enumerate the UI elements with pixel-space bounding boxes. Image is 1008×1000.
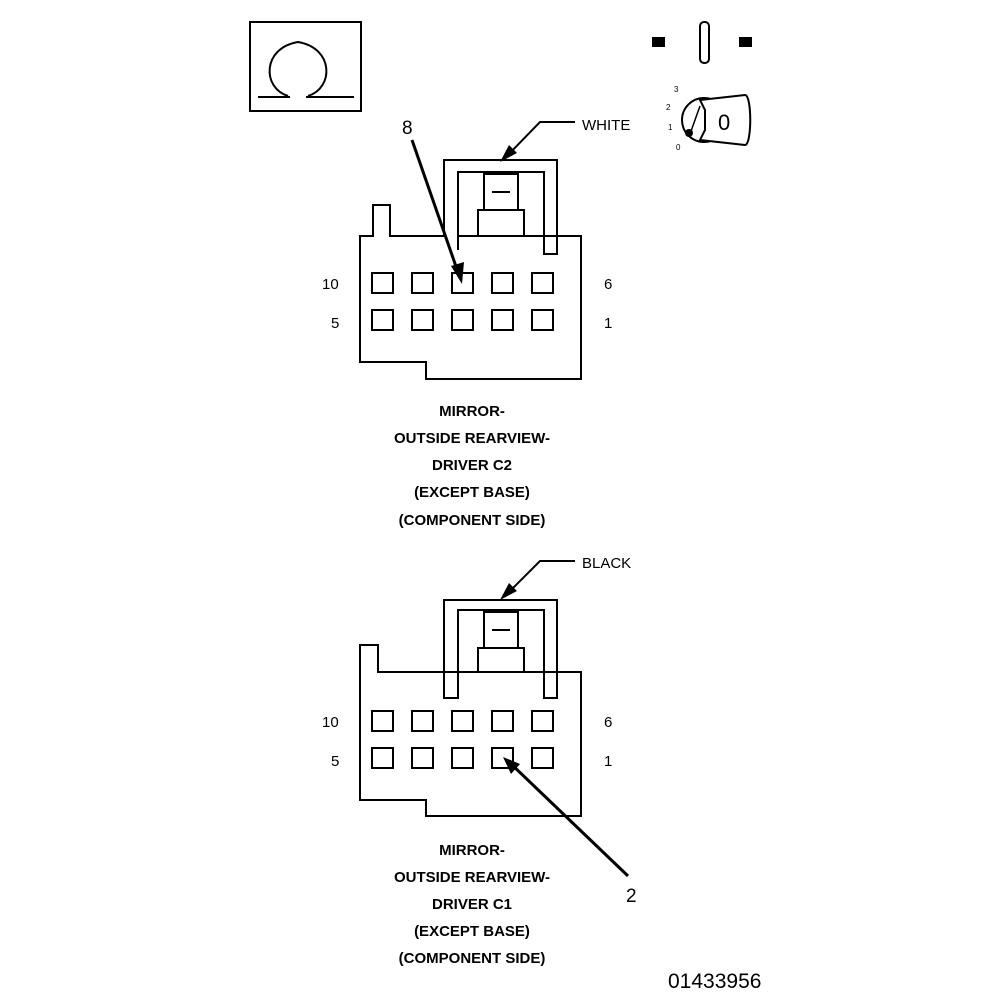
c1-title-line-2: OUTSIDE REARVIEW- <box>394 869 550 886</box>
c1-color-leader: BLACK <box>500 555 631 600</box>
c2-pin-9 <box>411 272 434 294</box>
c1-title-line-3: DRIVER C1 <box>432 896 512 913</box>
c2-pin-6 <box>531 272 554 294</box>
c2-pin-4 <box>411 309 434 331</box>
c1-title-line-1: MIRROR- <box>439 842 505 859</box>
c2-title-line-3: DRIVER C2 <box>432 457 512 474</box>
c2-pin-1 <box>531 309 554 331</box>
c2-pin-label-10: 10 <box>322 276 339 293</box>
connector-c2: 10 6 5 1 <box>322 159 612 380</box>
c1-callout: 2 <box>503 757 637 907</box>
c1-title-line-4: (EXCEPT BASE) <box>414 923 530 940</box>
c2-pin-label-6: 6 <box>604 276 612 293</box>
ignition-key-icon: 3 2 1 0 0 <box>652 21 752 152</box>
c1-pin-10 <box>371 710 394 732</box>
c1-pin-label-6: 6 <box>604 714 612 731</box>
c2-pin-grid <box>371 272 554 331</box>
c2-callout: 8 <box>402 118 464 284</box>
omega-symbol-box <box>249 21 362 112</box>
key-label: 0 <box>718 110 730 135</box>
connector-c1: 10 6 5 1 <box>322 599 612 817</box>
c2-title-line-1: MIRROR- <box>439 403 505 420</box>
key-position-3: 3 <box>674 85 679 94</box>
c2-title: MIRROR- OUTSIDE REARVIEW- DRIVER C2 (EXC… <box>394 403 550 529</box>
c1-color-label: BLACK <box>582 555 631 572</box>
c2-pin-5 <box>371 309 394 331</box>
c1-pin-4 <box>411 747 434 769</box>
key-position-2: 2 <box>666 103 671 112</box>
c1-pin-label-1: 1 <box>604 753 612 770</box>
key-position-1: 1 <box>668 123 673 132</box>
c1-pin-label-5: 5 <box>331 753 339 770</box>
c2-pin-10 <box>371 272 394 294</box>
figure-number: 01433956 <box>668 970 761 993</box>
c2-title-line-2: OUTSIDE REARVIEW- <box>394 430 550 447</box>
c1-title-line-5: (COMPONENT SIDE) <box>399 950 546 967</box>
c2-pin-label-1: 1 <box>604 315 612 332</box>
c2-pin-label-5: 5 <box>331 315 339 332</box>
c1-pin-8 <box>451 710 474 732</box>
c2-pin-2 <box>491 309 514 331</box>
c2-title-line-5: (COMPONENT SIDE) <box>399 512 546 529</box>
c1-pin-2 <box>491 747 514 769</box>
c1-pin-grid <box>371 710 554 769</box>
c1-title: MIRROR- OUTSIDE REARVIEW- DRIVER C1 (EXC… <box>394 842 550 967</box>
c1-pin-1 <box>531 747 554 769</box>
c2-pin-7 <box>491 272 514 294</box>
c2-color-label: WHITE <box>582 117 630 134</box>
c1-pin-9 <box>411 710 434 732</box>
c1-pin-6 <box>531 710 554 732</box>
c1-pin-label-10: 10 <box>322 714 339 731</box>
c2-title-line-4: (EXCEPT BASE) <box>414 484 530 501</box>
c2-callout-number: 8 <box>402 118 413 139</box>
c1-pin-3 <box>451 747 474 769</box>
c1-pin-5 <box>371 747 394 769</box>
c1-pin-7 <box>491 710 514 732</box>
key-position-0: 0 <box>676 143 681 152</box>
c2-color-leader: WHITE <box>500 117 630 162</box>
c1-callout-number: 2 <box>626 886 637 907</box>
c2-pin-3 <box>451 309 474 331</box>
